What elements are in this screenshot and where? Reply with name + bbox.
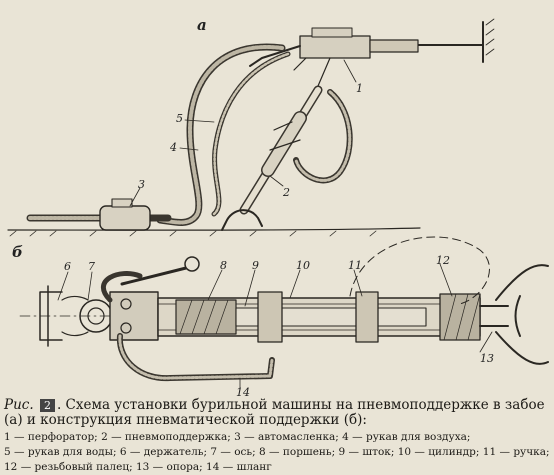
part-number-8: 8 <box>220 259 227 272</box>
ground-hatch <box>9 230 377 237</box>
caption-title: Рис. 2. Схема установки бурильной машины… <box>4 398 550 428</box>
legend-item-text: — шток; <box>345 446 395 458</box>
legend-item: 14 — шланг <box>206 461 272 473</box>
legend-item: 7 — ось; <box>210 446 255 458</box>
legend-item-text: — цилиндр; <box>411 446 480 458</box>
part-number-6: 6 <box>64 260 71 273</box>
legend-item: 9 — шток; <box>339 446 395 458</box>
perforator-body <box>299 35 371 59</box>
legend-item-text: — резьбовый палец; <box>17 461 133 473</box>
part-number-9: 9 <box>252 259 259 272</box>
part-number-11: 11 <box>348 259 362 272</box>
part-number-4: 4 <box>170 141 177 154</box>
part-number-3: 3 <box>138 178 145 191</box>
ground-line <box>7 227 421 231</box>
figure-drawing <box>7 18 549 389</box>
top-hoses <box>101 271 143 303</box>
legend-item: 12 — резьбовый палец; <box>4 461 133 473</box>
legend-item-text: — ось; <box>217 446 256 458</box>
legend-item-number: 4 <box>342 431 349 443</box>
legend-item-number: 7 <box>210 446 218 458</box>
legend-item-text: — рукав для воздуха; <box>348 431 471 443</box>
legend-item-number: 13 <box>135 461 150 473</box>
legend-item-number: 6 <box>119 446 127 458</box>
part-number-7: 7 <box>88 260 95 273</box>
legend-item-number: 5 <box>4 446 11 458</box>
claw-support <box>479 264 549 365</box>
water-hose <box>211 51 291 217</box>
legend-item: 3 — автомасленка; <box>234 431 339 443</box>
legend-item-number: 14 <box>206 461 220 473</box>
lubricator <box>99 205 151 231</box>
perforator-handle <box>249 45 301 67</box>
legend-item: 10 — цилиндр; <box>398 446 480 458</box>
legend-item-text: — шланг <box>219 461 272 473</box>
legend-item-text: — автомасленка; <box>240 431 339 443</box>
legend-item: 4 — рукав для воздуха; <box>342 431 470 443</box>
legend-item-number: 11 <box>482 446 497 458</box>
part-number-12: 12 <box>436 254 450 267</box>
top-lever <box>120 266 188 286</box>
part-number-13: 13 <box>480 352 494 365</box>
legend-item-text: — пневмоподдержка; <box>107 431 231 443</box>
caption-legend: 1 — перфоратор; 2 — пневмоподдержка; 3 —… <box>4 430 550 475</box>
technical-figure: а б 1 2 3 4 5 6 7 8 9 10 11 12 13 14 <box>7 16 549 399</box>
valve-block <box>109 291 159 341</box>
legend-item-text: — рукав для воды; <box>10 446 117 458</box>
legend-item-number: 12 <box>4 461 18 473</box>
legend-item-number: 8 <box>259 446 266 458</box>
caption-text: . Схема установки бурильной машины на пн… <box>4 397 545 428</box>
part-number-1: 1 <box>356 82 363 95</box>
leg-claw <box>221 209 263 231</box>
legend-item-text: — опора; <box>149 461 203 473</box>
legend-item-text: — ручка; <box>496 446 550 458</box>
legend-item: 5 — рукав для воды; <box>4 446 117 458</box>
legend-item-number: 2 <box>101 431 108 443</box>
legend-item: 8 — поршень; <box>259 446 335 458</box>
threaded-pin <box>439 293 481 341</box>
legend-item: 11 — ручка; <box>483 446 550 458</box>
figure-caption: Рис. 2. Схема установки бурильной машины… <box>4 398 550 475</box>
figure-number: 2 <box>39 399 55 412</box>
panel-a-label: а <box>197 16 207 34</box>
part-number-10: 10 <box>296 259 310 272</box>
legend-item: 1 — перфоратор; <box>4 431 98 443</box>
legend-item: 6 — держатель; <box>120 446 207 458</box>
legend-item-number: 1 <box>4 431 11 443</box>
part-number-2: 2 <box>283 186 290 199</box>
legend-item: 2 — пневмоподдержка; <box>101 431 231 443</box>
handle-arc <box>349 236 490 305</box>
part-number-5: 5 <box>176 112 183 125</box>
legend-item: 13 — опора; <box>136 461 203 473</box>
panel-b-label: б <box>12 243 23 261</box>
legend-item-text: — поршень; <box>265 446 336 458</box>
caption-prefix: Рис. <box>4 397 34 413</box>
legend-item-text: — перфоратор; <box>10 431 98 443</box>
legend-item-number: 3 <box>234 431 241 443</box>
part-number-14: 14 <box>236 386 250 399</box>
legend-item-number: 9 <box>338 446 346 458</box>
legend-item-text: — держатель; <box>126 446 208 458</box>
legend-item-number: 10 <box>397 446 412 458</box>
